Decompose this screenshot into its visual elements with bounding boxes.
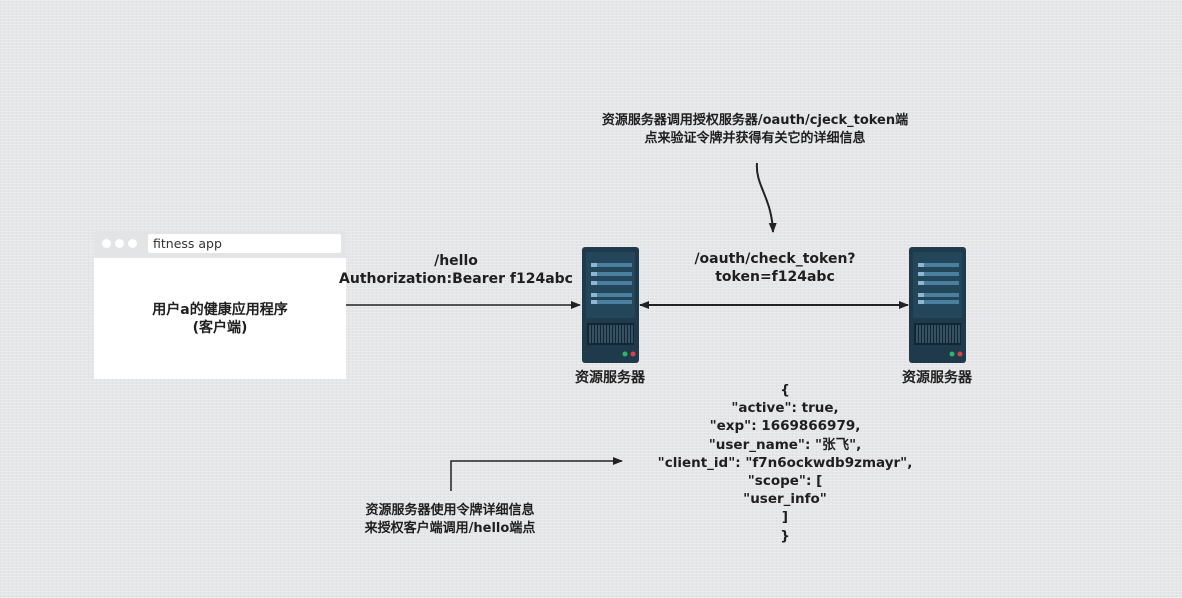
note-bottom: 资源服务器使用令牌详细信息 来授权客户端调用/hello端点 <box>340 502 560 538</box>
client-title-line1: 用户a的健康应用程序 <box>152 302 288 318</box>
note-top-arrow <box>755 162 777 233</box>
request-path: /hello <box>434 253 478 269</box>
window-dot <box>115 239 124 248</box>
note-bottom-line1: 资源服务器使用令牌详细信息 <box>365 503 535 518</box>
token-line: "user_name": "张飞", <box>708 436 862 453</box>
note-top-line2: 点来验证令牌并获得有关它的详细信息 <box>644 131 866 146</box>
token-details: { "active": true, "exp": 1669866979, "us… <box>630 381 940 545</box>
server-icon <box>582 247 639 363</box>
note-bottom-line2: 来授权客户端调用/hello端点 <box>364 521 536 536</box>
note-top-line1: 资源服务器调用授权服务器/oauth/cjeck_token端 <box>601 113 909 128</box>
request-label: /hello Authorization:Bearer f124abc <box>336 252 576 288</box>
token-line: "client_id": "f7n6ockwdb9zmayr", <box>657 454 913 471</box>
left-server-label: 资源服务器 <box>575 370 645 386</box>
right-server-label: 资源服务器 <box>902 370 972 386</box>
token-line: { <box>780 382 790 398</box>
token-line: "active": true, <box>731 400 839 417</box>
request-header: Authorization:Bearer f124abc <box>339 271 573 287</box>
browser-window-icon: fitness app <box>94 231 346 257</box>
note-bottom-arrow <box>450 457 623 491</box>
server-icon <box>909 247 966 363</box>
check-token-query: token=f124abc <box>715 269 835 285</box>
token-line: ] <box>781 509 789 526</box>
client-app-panel: 用户a的健康应用程序 (客户端) <box>94 258 346 379</box>
token-line: } <box>780 527 790 544</box>
window-dot <box>128 239 137 248</box>
address-bar: fitness app <box>148 234 341 253</box>
token-line: "scope": [ <box>747 472 823 489</box>
token-line: "exp": 1669866979, <box>709 418 861 435</box>
client-title-line2: (客户端) <box>192 320 248 336</box>
check-token-path: /oauth/check_token? <box>694 251 856 267</box>
check-token-label: /oauth/check_token? token=f124abc <box>665 250 885 286</box>
note-top: 资源服务器调用授权服务器/oauth/cjeck_token端 点来验证令牌并获… <box>560 112 950 148</box>
token-line: "user_info" <box>743 491 827 508</box>
window-dot <box>102 239 111 248</box>
